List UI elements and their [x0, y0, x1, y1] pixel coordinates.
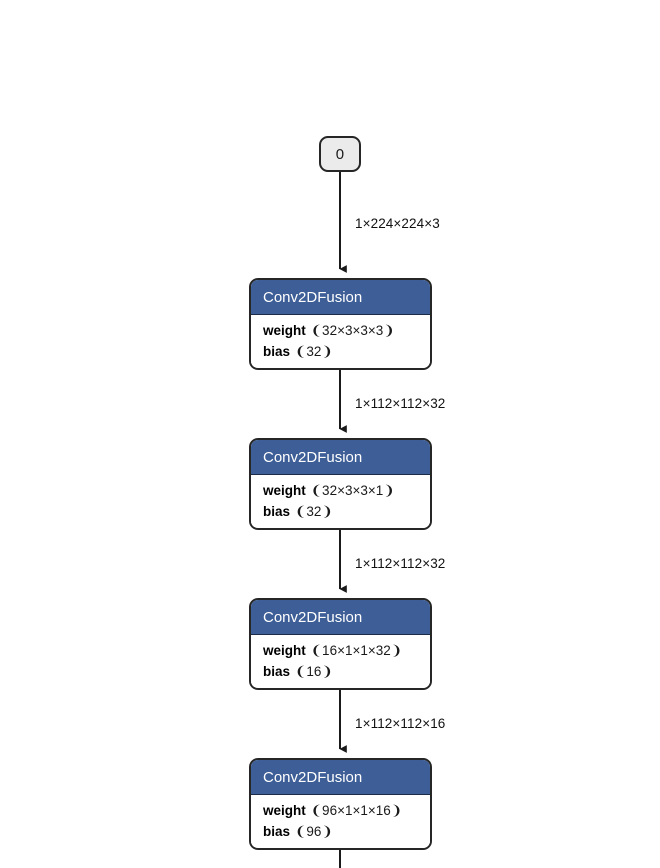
attribute-row: weight ❨16×1×1×32❩	[263, 640, 430, 661]
attribute-value: ❨32×3×3×3❩	[310, 323, 395, 338]
edge-label: 1×224×224×3	[355, 216, 440, 231]
attribute-name: bias	[263, 664, 291, 679]
edge-label: 1×112×112×16	[355, 716, 446, 731]
operator-node-title: Conv2DFusion	[251, 440, 430, 475]
operator-node[interactable]: Conv2DFusion weight ❨32×3×3×1❩ bias ❨32❩	[249, 438, 432, 530]
attribute-name: bias	[263, 504, 291, 519]
operator-node[interactable]: Conv2DFusion weight ❨16×1×1×32❩ bias ❨16❩	[249, 598, 432, 690]
operator-node-attributes: weight ❨96×1×1×16❩ bias ❨96❩	[251, 795, 430, 848]
operator-node-title: Conv2DFusion	[251, 760, 430, 795]
attribute-row: bias ❨96❩	[263, 821, 430, 842]
operator-node[interactable]: Conv2DFusion weight ❨96×1×1×16❩ bias ❨96❩	[249, 758, 432, 850]
attribute-value: ❨32❩	[295, 344, 333, 359]
edge-label: 1×112×112×32	[355, 396, 446, 411]
attribute-row: bias ❨16❩	[263, 661, 430, 682]
attribute-value: ❨96❩	[295, 824, 333, 839]
operator-node-attributes: weight ❨32×3×3×3❩ bias ❨32❩	[251, 315, 430, 368]
attribute-row: weight ❨32×3×3×1❩	[263, 480, 430, 501]
attribute-name: weight	[263, 643, 306, 658]
edge-label: 1×112×112×32	[355, 556, 446, 571]
attribute-name: bias	[263, 824, 291, 839]
operator-node-attributes: weight ❨32×3×3×1❩ bias ❨32❩	[251, 475, 430, 528]
attribute-row: bias ❨32❩	[263, 341, 430, 362]
attribute-name: weight	[263, 483, 306, 498]
attribute-name: weight	[263, 323, 306, 338]
attribute-value: ❨32×3×3×1❩	[310, 483, 395, 498]
operator-node-title: Conv2DFusion	[251, 600, 430, 635]
attribute-row: weight ❨32×3×3×3❩	[263, 320, 430, 341]
graph-input-node-label: 0	[335, 145, 345, 163]
operator-node-attributes: weight ❨16×1×1×32❩ bias ❨16❩	[251, 635, 430, 688]
attribute-value: ❨96×1×1×16❩	[310, 803, 403, 818]
attribute-value: ❨16×1×1×32❩	[310, 643, 403, 658]
attribute-name: bias	[263, 344, 291, 359]
operator-node[interactable]: Conv2DFusion weight ❨32×3×3×3❩ bias ❨32❩	[249, 278, 432, 370]
attribute-row: bias ❨32❩	[263, 501, 430, 522]
attribute-row: weight ❨96×1×1×16❩	[263, 800, 430, 821]
operator-node-title: Conv2DFusion	[251, 280, 430, 315]
attribute-value: ❨16❩	[295, 664, 333, 679]
graph-input-node[interactable]: 0	[319, 136, 361, 172]
attribute-name: weight	[263, 803, 306, 818]
attribute-value: ❨32❩	[295, 504, 333, 519]
